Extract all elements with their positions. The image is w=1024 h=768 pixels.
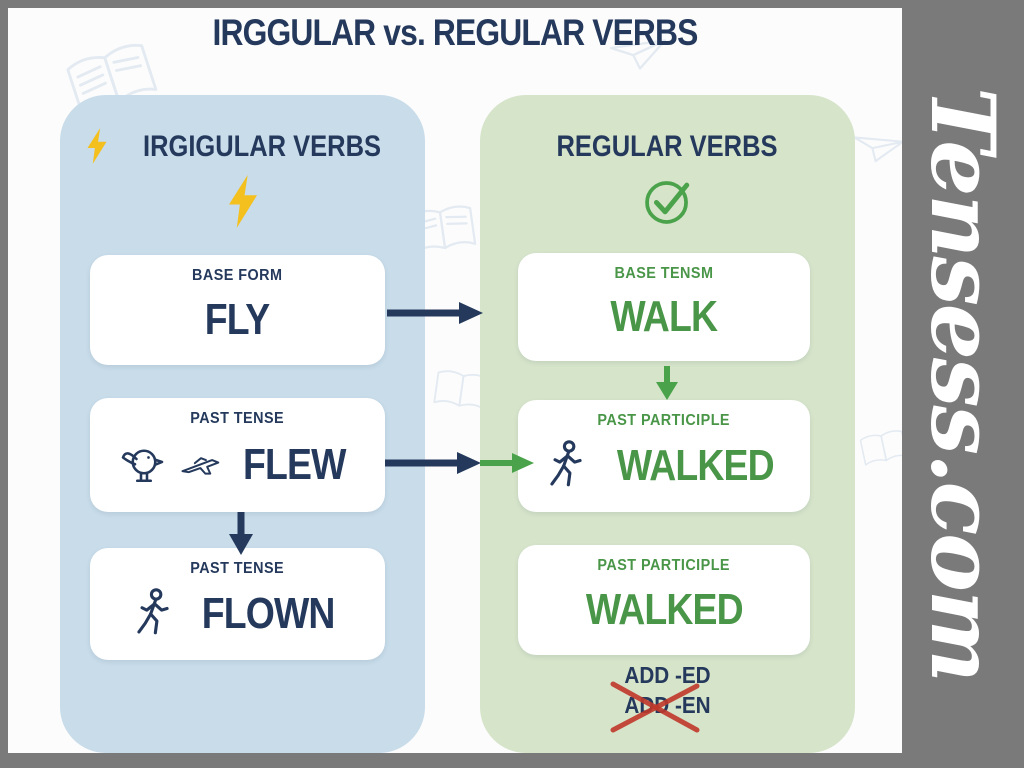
watermark-sidebar: Tensess.com xyxy=(902,0,1024,768)
page-title: IRGGULAR vs. REGULAR VERBS xyxy=(212,12,698,53)
verb-card-word: WALKED xyxy=(616,441,775,490)
book-doodle-icon xyxy=(856,423,902,477)
verb-card-word: FLOWN xyxy=(202,589,336,638)
irregular-column-subicon xyxy=(60,175,425,231)
irregular-column-header: IRGIGULAR VERBS xyxy=(60,125,425,169)
check-circle-icon xyxy=(642,175,694,231)
regular-column-title: REGULAR VERBS xyxy=(556,130,779,163)
arrow-fly-to-walk-icon xyxy=(387,301,483,330)
verb-card-label: PAST TENSE xyxy=(190,410,285,427)
verb-card-past-tense-flew: PAST TENSE xyxy=(90,398,385,512)
verb-card-label: PAST PARTICIPLE xyxy=(597,557,731,574)
verb-card-past-tense-flown: PAST TENSE FLOWN xyxy=(90,548,385,660)
verb-card-past-participle-walked: PAST PARTICIPLE WALKED xyxy=(518,400,810,512)
verb-card-label: BASE TENSM xyxy=(614,265,714,282)
infographic-canvas: IRGGULAR vs. REGULAR VERBS IRGIGULAR VER… xyxy=(8,8,902,753)
walking-person-icon xyxy=(128,586,178,642)
verb-card-word: WALK xyxy=(610,292,719,341)
verb-card-word: FLEW xyxy=(243,440,346,489)
watermark-text: Tensess.com xyxy=(911,87,1015,681)
verb-card-label: PAST PARTICIPLE xyxy=(597,412,731,429)
walking-person-icon xyxy=(541,438,591,494)
regular-column-subicon xyxy=(480,175,855,231)
lightning-icon xyxy=(225,175,261,231)
arrow-walk-down-to-walked-icon xyxy=(654,364,680,407)
arrow-flew-down-to-flown-icon xyxy=(227,510,255,561)
arrow-green-into-walked-icon xyxy=(478,451,534,480)
plane-icon xyxy=(180,449,222,481)
irregular-verbs-column: IRGIGULAR VERBS BASE FORM FLY PAST TENSE xyxy=(60,95,425,753)
verb-card-label: PAST TENSE xyxy=(190,560,285,577)
irregular-column-title: IRGIGULAR VERBS xyxy=(143,130,382,163)
verb-card-base-form-fly: BASE FORM FLY xyxy=(90,255,385,365)
regular-verbs-column: REGULAR VERBS BASE TENSM WALK PAST PARTI… xyxy=(480,95,855,753)
red-cross-icon xyxy=(605,680,707,739)
bird-icon xyxy=(120,441,168,489)
verb-card-base-walk: BASE TENSM WALK xyxy=(518,253,810,361)
verb-card-label: BASE FORM xyxy=(192,267,283,284)
verb-card-word: FLY xyxy=(205,295,271,344)
verb-card-past-participle-walked-2: PAST PARTICIPLE WALKED xyxy=(518,545,810,655)
lightning-icon xyxy=(82,128,112,166)
verb-card-word: WALKED xyxy=(585,585,744,634)
regular-column-header: REGULAR VERBS xyxy=(480,125,855,169)
paper-plane-doodle-icon xyxy=(844,119,902,175)
paper-plane-doodle-icon xyxy=(604,27,668,81)
arrow-flew-to-walked-icon xyxy=(385,451,481,480)
